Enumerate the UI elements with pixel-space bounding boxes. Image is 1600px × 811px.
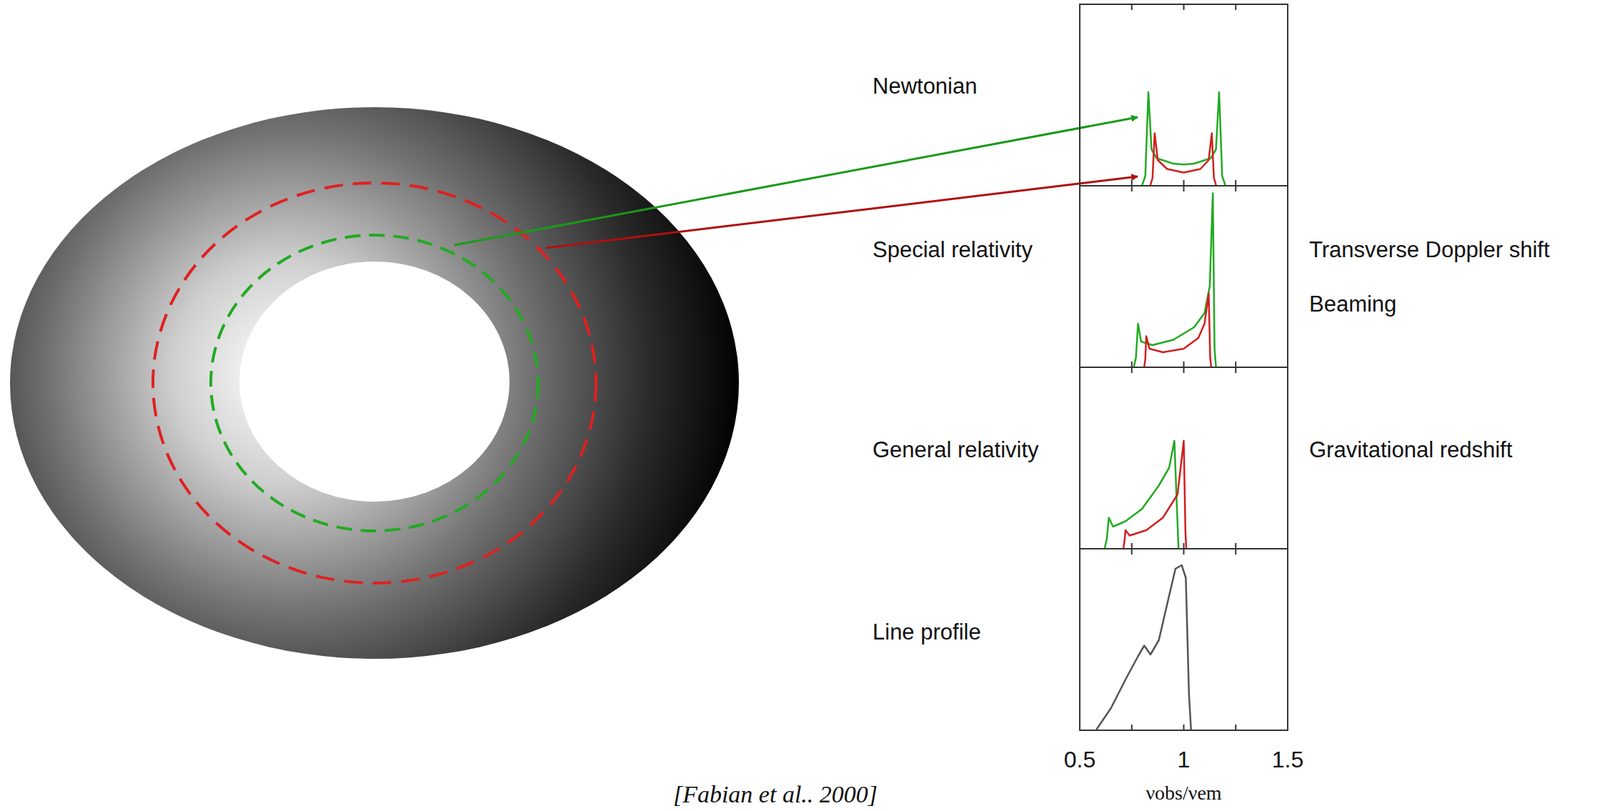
tick-mark: [1131, 361, 1133, 368]
source-caption: [Fabian et al.. 2000]: [673, 781, 878, 808]
inner-ring: [210, 235, 539, 531]
tick-mark: [1183, 180, 1185, 186]
tick-mark: [1183, 543, 1185, 549]
tick-mark: [1234, 543, 1237, 549]
green-arrow: [454, 117, 1138, 246]
spectral-line: [1141, 92, 1225, 186]
axis-tick-label: 1.5: [1271, 747, 1304, 773]
spectral-line: [1150, 133, 1217, 186]
panel-frame: [1079, 548, 1288, 731]
tick-mark: [1183, 367, 1185, 374]
tick-mark: [1131, 543, 1133, 549]
tick-mark: [1234, 724, 1237, 731]
tick-mark: [1183, 361, 1185, 368]
panel-title: Special relativity: [872, 237, 1033, 263]
spectral-line: [1123, 440, 1187, 549]
panel-title: General relativity: [872, 438, 1040, 463]
accretion-disk: [10, 107, 739, 659]
tick-mark: [1131, 185, 1133, 192]
tick-mark: [1234, 367, 1237, 374]
tick-mark: [1183, 4, 1185, 11]
panel-frame: [1079, 185, 1288, 368]
spectral-line: [1096, 565, 1191, 730]
tick-mark: [1234, 4, 1237, 11]
red-arrow: [545, 176, 1138, 248]
axis-title: νobs/νem: [1145, 782, 1222, 805]
panel-title: Line profile: [872, 620, 982, 645]
tick-mark: [1131, 548, 1133, 555]
effect-note: Beaming: [1309, 292, 1397, 317]
panel-frame: [1079, 4, 1288, 186]
tick-mark: [1234, 185, 1237, 192]
tick-mark: [1234, 361, 1237, 368]
axis-tick-label: 0.5: [1064, 747, 1096, 773]
spectrum-panels: [1079, 4, 1288, 731]
tick-mark: [1131, 4, 1133, 11]
spectral-line: [1134, 193, 1217, 368]
axis-tick-label: 1: [1177, 747, 1191, 773]
spectral-line: [1144, 293, 1212, 368]
tick-mark: [1131, 367, 1133, 374]
tick-mark: [1183, 185, 1185, 192]
tick-mark: [1234, 180, 1237, 186]
tick-mark: [1183, 548, 1185, 555]
effect-note: Gravitational redshift: [1309, 438, 1513, 463]
tick-mark: [1131, 180, 1133, 186]
effect-note: Transverse Doppler shift: [1309, 237, 1550, 263]
tick-mark: [1234, 548, 1237, 555]
panel-title: Newtonian: [872, 74, 977, 99]
outer-ring: [152, 182, 596, 584]
tick-mark: [1183, 724, 1185, 731]
tick-mark: [1131, 724, 1133, 731]
disk-body: [10, 107, 739, 659]
panel-frame: [1079, 367, 1288, 549]
